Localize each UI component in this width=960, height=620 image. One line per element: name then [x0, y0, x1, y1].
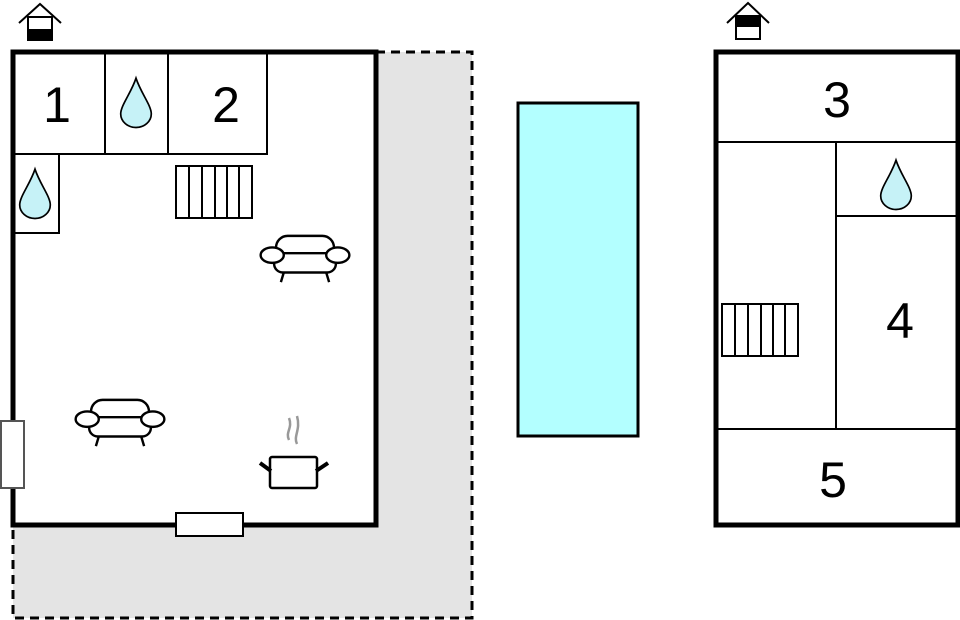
- house-level-ground-icon: [18, 2, 62, 41]
- room-1-label: 1: [43, 77, 71, 133]
- upper-floor: 3 4 5: [713, 49, 960, 528]
- pool: [516, 101, 640, 438]
- cooking-pot-icon: [258, 415, 330, 490]
- room-2: [167, 51, 268, 155]
- stairs-icon: [721, 303, 799, 357]
- stairs-icon: [175, 165, 253, 219]
- ground-floor: 1 2: [0, 49, 379, 537]
- door-bottom: [175, 512, 244, 537]
- terrace-area: [11, 50, 474, 620]
- house-level-upper-icon: [726, 1, 770, 40]
- room-5-label: 5: [819, 452, 847, 508]
- room-2-label: 2: [212, 77, 240, 133]
- bathroom-left: [12, 153, 60, 234]
- window-left: [0, 420, 25, 489]
- room-4-label: 4: [886, 293, 914, 349]
- room-3-label: 3: [823, 72, 851, 128]
